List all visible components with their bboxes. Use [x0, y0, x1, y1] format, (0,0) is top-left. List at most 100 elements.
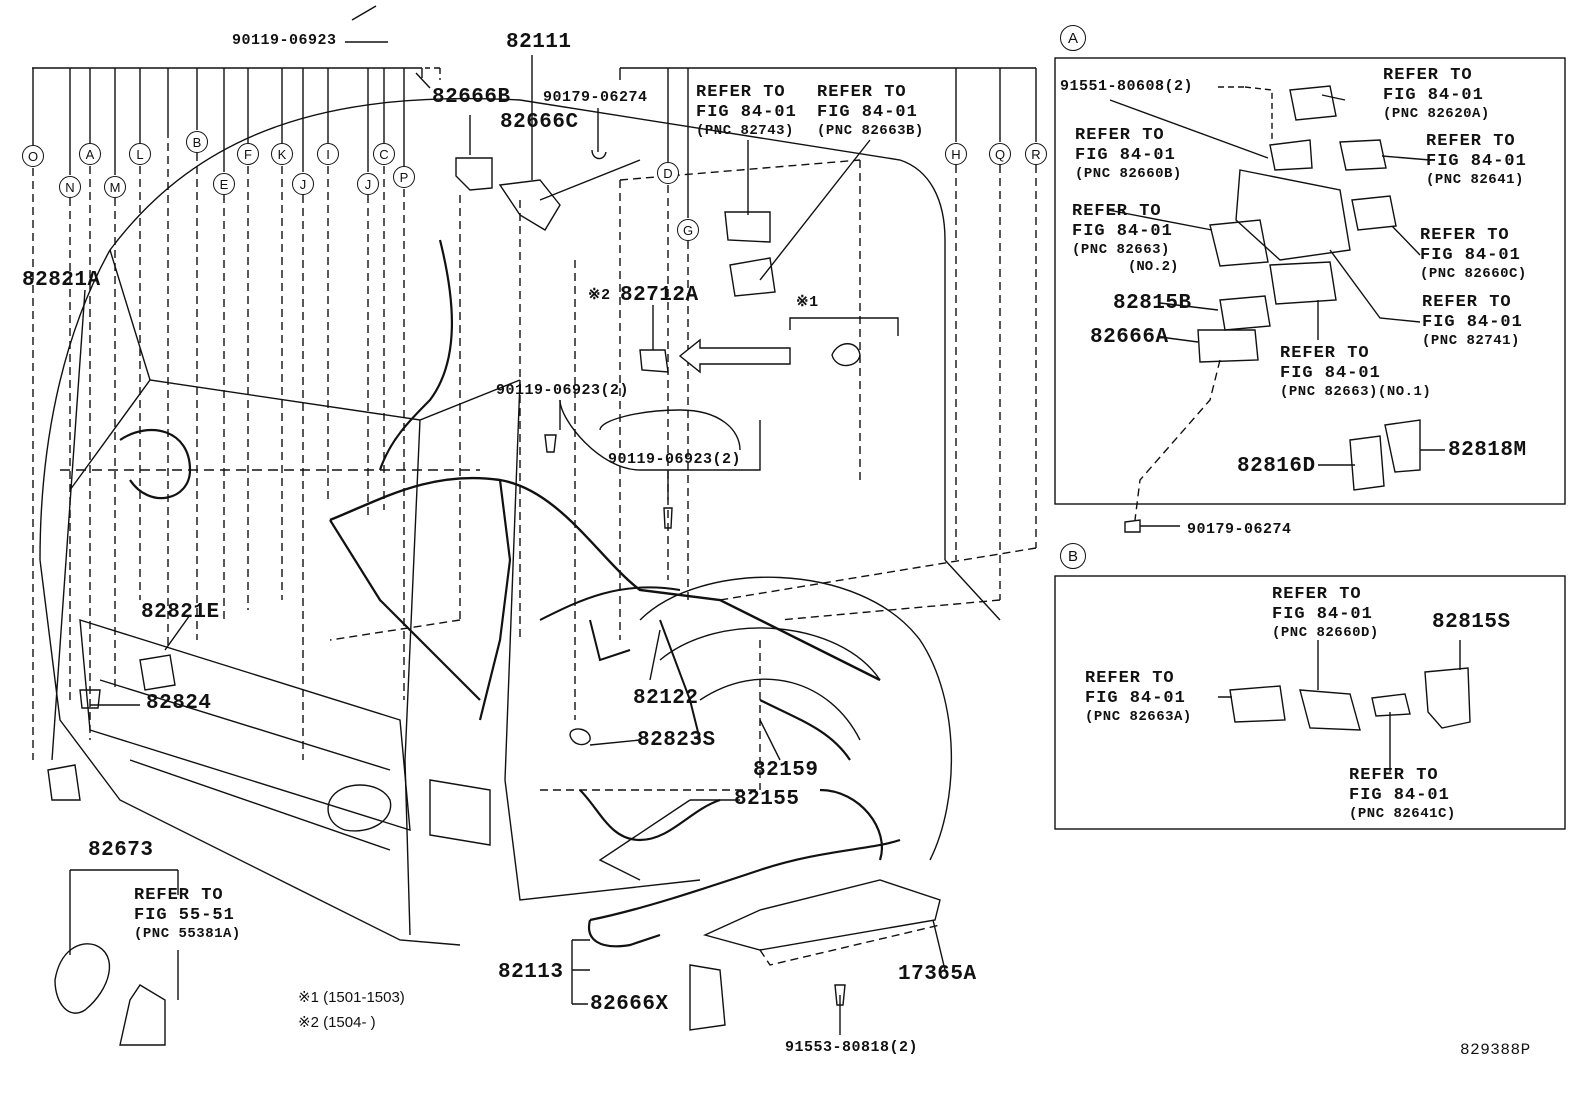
note-1: ※1 (1501-1503) [298, 989, 405, 1006]
letter-marker-I: I [317, 143, 339, 165]
refer-line-1: REFER TO [817, 83, 907, 102]
refer-line-2: FIG 84-01 [696, 103, 797, 123]
letter-marker-N: N [59, 176, 81, 198]
refer-line-3: (PNC 55381A) [134, 926, 241, 943]
refer-line-1: REFER TO [1272, 585, 1362, 604]
refer-fig-84-01-82663B: REFER TO FIG 84-01 (PNC 82663B) [817, 83, 924, 140]
refer-line-2: FIG 55-51 [134, 906, 235, 926]
refer-line-1: REFER TO [1422, 293, 1512, 312]
refer-line-2: FIG 84-01 [1420, 246, 1521, 266]
refer-82660C: REFER TO FIG 84-01 (PNC 82660C) [1420, 226, 1527, 283]
refer-line-1: REFER TO [696, 83, 786, 102]
refer-line-2: FIG 84-01 [1383, 86, 1484, 106]
refer-line-1: REFER TO [1420, 226, 1510, 245]
letter-marker-F: F [237, 143, 259, 165]
refer-line-1: REFER TO [1085, 669, 1175, 688]
figure-code: 829388P [1460, 1041, 1531, 1059]
refer-line-3: (PNC 82660B) [1075, 166, 1182, 183]
refer-82663-no1: REFER TO FIG 84-01 (PNC 82663)(NO.1) [1280, 344, 1431, 401]
callout-17365A: 17365A [898, 963, 977, 986]
letter-marker-G: G [677, 219, 699, 241]
refer-line-2: FIG 84-01 [1349, 786, 1450, 806]
callout-82666B: 82666B [432, 86, 511, 109]
callout-82111: 82111 [506, 31, 572, 54]
letter-marker-P: P [393, 166, 415, 188]
refer-line-3: (PNC 82663)(NO.1) [1280, 384, 1432, 401]
refer-line-3: (PNC 82620A) [1383, 106, 1490, 123]
letter-marker-E: E [213, 173, 235, 195]
callout-82818M: 82818M [1448, 439, 1527, 462]
letter-marker-J2: J [357, 173, 379, 195]
callout-82113: 82113 [498, 961, 564, 984]
refer-line-3: (PNC 82660D) [1272, 625, 1379, 642]
refer-82620A: REFER TO FIG 84-01 (PNC 82620A) [1383, 66, 1490, 123]
refer-line-1: REFER TO [134, 886, 224, 905]
callout-82823S: 82823S [637, 729, 716, 752]
refer-line-3: (PNC 82663) [1072, 242, 1170, 259]
letter-marker-C: C [373, 143, 395, 165]
mark-1: ※1 [796, 294, 819, 311]
callout-82673: 82673 [88, 839, 154, 862]
refer-fig-84-01-82743: REFER TO FIG 84-01 (PNC 82743) [696, 83, 797, 140]
callout-82159: 82159 [753, 759, 819, 782]
refer-line-3: (PNC 82660C) [1420, 266, 1527, 283]
refer-line-3: (PNC 82663B) [817, 123, 924, 140]
callout-91553-80818-2: 91553-80818(2) [785, 1039, 919, 1056]
callout-90179-06274-top: 90179-06274 [543, 89, 648, 106]
mark-2: ※2 [588, 287, 611, 304]
refer-line-2: FIG 84-01 [1075, 146, 1176, 166]
callout-82815S: 82815S [1432, 611, 1511, 634]
letter-marker-L: L [129, 143, 151, 165]
refer-line-3: (PNC 82641C) [1349, 806, 1456, 823]
callout-91551-80608-2: 91551-80608(2) [1060, 78, 1194, 95]
refer-line-2: FIG 84-01 [1280, 364, 1381, 384]
callout-82821A: 82821A [22, 269, 101, 292]
refer-line-1: REFER TO [1072, 202, 1162, 221]
letter-marker-O: O [22, 145, 44, 167]
refer-line-2: FIG 84-01 [817, 103, 918, 123]
refer-82663-no2: REFER TO FIG 84-01 (PNC 82663) (NO.2) [1072, 202, 1178, 275]
letter-marker-Q: Q [989, 143, 1011, 165]
callout-82122: 82122 [633, 687, 699, 710]
callout-90119-06923-top: 90119-06923 [232, 32, 337, 49]
refer-82660D: REFER TO FIG 84-01 (PNC 82660D) [1272, 585, 1379, 642]
refer-line-3: (PNC 82641) [1426, 172, 1524, 189]
letter-marker-M: M [104, 176, 126, 198]
letter-marker-A: A [79, 143, 101, 165]
refer-line-1: REFER TO [1280, 344, 1370, 363]
refer-82663A: REFER TO FIG 84-01 (PNC 82663A) [1085, 669, 1192, 726]
callout-90179-06274-a: 90179-06274 [1187, 521, 1292, 538]
refer-line-3: (PNC 82663A) [1085, 709, 1192, 726]
callout-82815B: 82815B [1113, 292, 1192, 315]
callout-82712A: 82712A [620, 284, 699, 307]
box-b-tag: B [1060, 543, 1086, 569]
note-2: ※2 (1504- ) [298, 1014, 376, 1031]
refer-line-3: (PNC 82743) [696, 123, 794, 140]
refer-line-1: REFER TO [1349, 766, 1439, 785]
callout-82824: 82824 [146, 692, 212, 715]
callout-90119-06923-2-b: 90119-06923(2) [608, 451, 742, 468]
refer-line-2: FIG 84-01 [1426, 152, 1527, 172]
refer-82660B: REFER TO FIG 84-01 (PNC 82660B) [1075, 126, 1182, 183]
refer-line-2: FIG 84-01 [1085, 689, 1186, 709]
callout-90119-06923-2-a: 90119-06923(2) [496, 382, 630, 399]
callout-82155: 82155 [734, 788, 800, 811]
refer-82641: REFER TO FIG 84-01 (PNC 82641) [1426, 132, 1527, 189]
letter-marker-R: R [1025, 143, 1047, 165]
refer-82741: REFER TO FIG 84-01 (PNC 82741) [1422, 293, 1523, 350]
refer-82641C: REFER TO FIG 84-01 (PNC 82641C) [1349, 766, 1456, 823]
refer-line-4: (NO.2) [1128, 258, 1179, 275]
refer-fig-55-51-55381A: REFER TO FIG 55-51 (PNC 55381A) [134, 886, 241, 943]
callout-82666X: 82666X [590, 993, 669, 1016]
callout-82666A: 82666A [1090, 326, 1169, 349]
callout-82666C: 82666C [500, 111, 579, 134]
letter-marker-H: H [945, 143, 967, 165]
refer-line-2: FIG 84-01 [1422, 313, 1523, 333]
refer-line-1: REFER TO [1426, 132, 1516, 151]
letter-marker-J: J [292, 173, 314, 195]
letter-marker-D: D [657, 162, 679, 184]
refer-line-2: FIG 84-01 [1072, 222, 1173, 242]
refer-line-1: REFER TO [1383, 66, 1473, 85]
callout-82821E: 82821E [141, 601, 220, 624]
